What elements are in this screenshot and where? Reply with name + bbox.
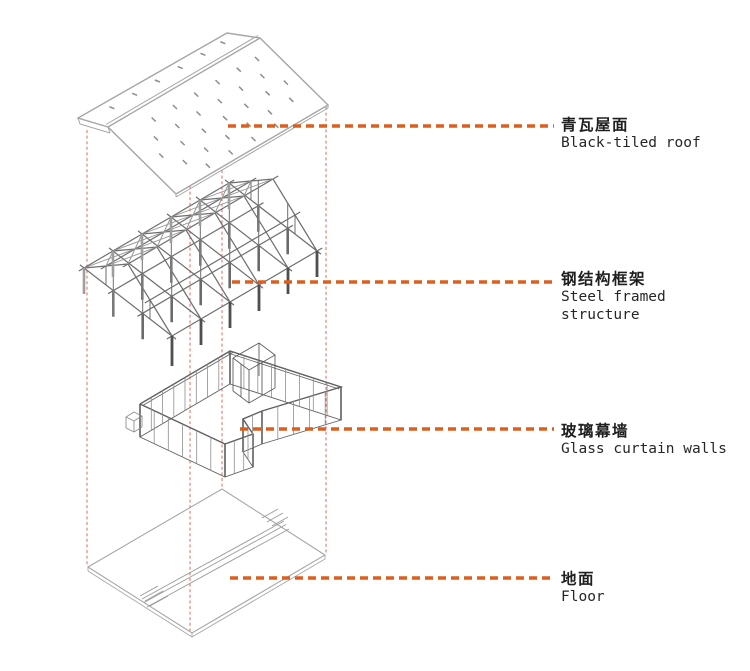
label-floor: 地面 Floor xyxy=(561,570,605,606)
label-roof-en: Black-tiled roof xyxy=(561,135,701,151)
steel-king-posts xyxy=(105,180,296,319)
roof-layer xyxy=(76,32,330,198)
leader-lines xyxy=(228,124,554,580)
steel-columns-mid-row-1 xyxy=(112,205,260,317)
floor-layer xyxy=(86,488,327,638)
label-glass-zh: 玻璃幕墙 xyxy=(561,422,630,440)
steel-frame-layer xyxy=(78,175,323,366)
label-steel: 钢结构框架 Steel framed structure xyxy=(561,270,750,324)
vertical-guide-lines xyxy=(86,107,327,631)
label-floor-zh: 地面 xyxy=(561,570,596,588)
glass-corner-posts xyxy=(139,351,342,477)
label-roof-zh: 青瓦屋面 xyxy=(561,116,630,134)
roof-front-plane xyxy=(106,37,330,195)
label-glass: 玻璃幕墙 Glass curtain walls xyxy=(561,422,727,458)
steel-columns-back-row xyxy=(82,183,231,294)
floor-walkway-lines xyxy=(141,520,290,608)
roof-back-plane xyxy=(76,32,261,128)
steel-beams-transverse xyxy=(79,179,322,340)
glass-interior-room xyxy=(232,342,276,404)
glass-top-thickness xyxy=(142,352,340,406)
label-glass-en: Glass curtain walls xyxy=(561,441,727,457)
glass-mullions xyxy=(150,355,328,474)
roof-tile-marks-back xyxy=(109,41,226,110)
floor-steps xyxy=(139,508,289,607)
steel-columns-front-row xyxy=(170,251,319,366)
floor-slab-thickness xyxy=(87,555,326,638)
steel-roof-braces xyxy=(83,178,274,269)
glass-walls-layer xyxy=(125,342,344,478)
glass-left-block xyxy=(125,411,143,433)
label-roof: 青瓦屋面 Black-tiled roof xyxy=(561,116,701,152)
steel-columns-mid-row-2 xyxy=(141,228,289,340)
label-steel-en: Steel framed structure xyxy=(561,289,666,323)
roof-tile-marks-front xyxy=(151,56,294,169)
roof-ridge-cap xyxy=(105,35,259,125)
floor-slab-outline xyxy=(86,488,327,634)
steel-beams-longitudinal xyxy=(78,179,323,340)
label-floor-en: Floor xyxy=(561,589,605,605)
roof-eave-fascia xyxy=(77,105,329,198)
label-steel-zh: 钢结构框架 xyxy=(561,270,647,288)
